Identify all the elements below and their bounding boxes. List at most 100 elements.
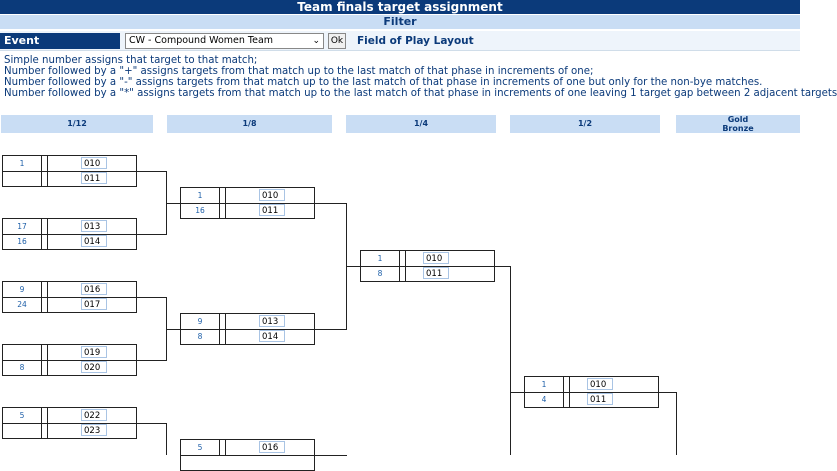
row-gap [219, 203, 226, 218]
row-gap [41, 360, 48, 375]
match-row: 16 014 [3, 234, 136, 249]
target-input[interactable]: 020 [81, 361, 107, 373]
target-input[interactable]: 010 [259, 189, 285, 201]
seed-label: 8 [181, 329, 220, 344]
row-gap [41, 282, 48, 297]
bracket-line [315, 455, 347, 456]
bracket-line [166, 203, 180, 204]
match-row: 1 010 [361, 251, 494, 267]
bracket-line [137, 234, 167, 235]
row-gap [41, 408, 48, 423]
seed-label: 9 [181, 314, 220, 329]
bracket-line [137, 171, 167, 172]
phase-header-1-12: 1/12 [1, 115, 153, 133]
target-input[interactable]: 016 [81, 283, 107, 295]
target-input[interactable]: 017 [81, 298, 107, 310]
row-gap [41, 171, 48, 186]
bracket-line [315, 329, 347, 330]
row-gap [219, 440, 226, 455]
row-gap [41, 345, 48, 360]
ok-button[interactable]: Ok [328, 33, 346, 49]
bracket-line [495, 266, 511, 267]
bracket-line [166, 329, 180, 330]
match-1-8-b: 9 013 8 014 [180, 313, 315, 345]
event-filter-row: Event CW - Compound Women Team ⌄ Ok Fiel… [0, 31, 800, 51]
target-input[interactable]: 016 [259, 441, 285, 453]
row-gap [563, 377, 570, 392]
page-title: Team finals target assignment [0, 0, 800, 14]
match-row: 023 [3, 423, 136, 438]
instruction-line: Simple number assigns that target to tha… [4, 55, 258, 66]
target-input[interactable]: 022 [81, 409, 107, 421]
target-input[interactable]: 014 [81, 235, 107, 247]
row-gap [399, 266, 406, 281]
row-gap [563, 392, 570, 407]
phase-header-1-2: 1/2 [510, 115, 660, 133]
phase-header-1-8: 1/8 [167, 115, 332, 133]
row-gap [219, 329, 226, 344]
match-1-12-e: 5 022 023 [2, 407, 137, 439]
instructions: Simple number assigns that target to tha… [4, 55, 837, 99]
target-input[interactable]: 010 [423, 252, 449, 264]
match-row: 1 010 [181, 188, 314, 204]
match-row: 9 013 [181, 314, 314, 330]
row-gap [219, 314, 226, 329]
seed-label: 1 [3, 156, 42, 171]
target-input[interactable]: 010 [587, 378, 613, 390]
target-input[interactable]: 013 [81, 220, 107, 232]
target-input[interactable]: 013 [259, 315, 285, 327]
seed-label: 1 [361, 251, 400, 266]
match-row: 8 014 [181, 329, 314, 344]
target-input[interactable]: 023 [81, 424, 107, 436]
phase-bronze-label: Bronze [722, 124, 754, 133]
target-input[interactable]: 011 [259, 204, 285, 216]
seed-label: 5 [3, 408, 42, 423]
seed-label: 8 [3, 360, 42, 375]
row-gap [41, 156, 48, 171]
target-input[interactable]: 019 [81, 346, 107, 358]
row-gap [399, 251, 406, 266]
row-gap [41, 297, 48, 312]
bracket-line [166, 423, 167, 455]
seed-label: 1 [181, 188, 220, 203]
field-of-play-layout-link[interactable]: Field of Play Layout [357, 35, 474, 47]
seed-label: 24 [3, 297, 42, 312]
bracket-line [510, 266, 511, 455]
match-row: 1 010 [3, 156, 136, 172]
bracket-line [510, 392, 524, 393]
match-row: 8 020 [3, 360, 136, 375]
instruction-line: Number followed by a "-" assigns targets… [4, 77, 763, 88]
row-gap [41, 219, 48, 234]
row-gap [219, 188, 226, 203]
event-select[interactable]: CW - Compound Women Team ⌄ [125, 33, 324, 49]
target-input[interactable]: 011 [81, 172, 107, 184]
seed-label: 16 [3, 234, 42, 249]
bracket-line [315, 203, 347, 204]
bracket-line [676, 392, 677, 455]
match-row: 011 [3, 171, 136, 186]
match-row: 019 [3, 345, 136, 361]
target-input[interactable]: 011 [587, 393, 613, 405]
match-row: 5 022 [3, 408, 136, 424]
bracket-line [346, 266, 360, 267]
bracket-line [137, 423, 167, 424]
seed-label [3, 423, 42, 438]
filter-header: Filter [0, 15, 800, 29]
row-gap [41, 423, 48, 438]
seed-label: 1 [525, 377, 564, 392]
target-input[interactable]: 011 [423, 267, 449, 279]
target-input[interactable]: 010 [81, 157, 107, 169]
target-input[interactable]: 014 [259, 330, 285, 342]
match-row: 1 010 [525, 377, 658, 393]
match-1-12-a: 1 010 011 [2, 155, 137, 187]
seed-label [3, 345, 42, 360]
bracket-line [659, 392, 677, 393]
